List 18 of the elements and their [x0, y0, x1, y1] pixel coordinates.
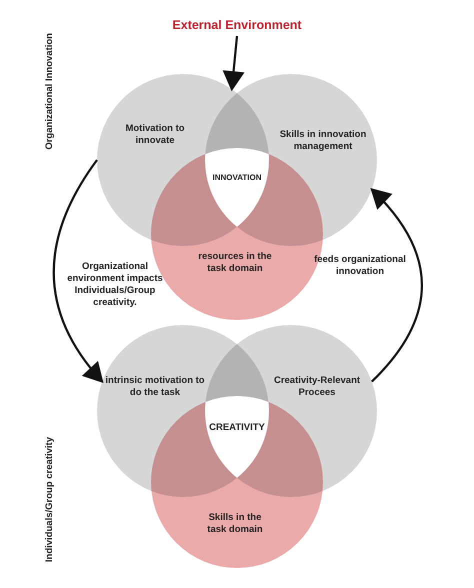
circle-text: Skills in the task domain [206, 512, 264, 536]
edge-label: feeds organizational innovation [313, 254, 407, 278]
side-label: Individuals/Group creativity [44, 437, 55, 562]
venn-intersection [205, 148, 269, 227]
circle-text: Creativity-Relevant Procees [272, 375, 362, 399]
circle-text: Motivation to innovate [124, 123, 186, 147]
center-text: INNOVATION [212, 172, 262, 184]
venn-intersection [205, 396, 269, 478]
circle-text: resources in the task domain [197, 251, 273, 275]
curved-arrow [370, 188, 423, 382]
edge-label: Organizational environment impacts Individuals/Group creativity. [66, 261, 164, 309]
circle-text: Skills in innovation management [278, 129, 368, 153]
circle-text: intrinsic motivation to do the task [105, 375, 205, 399]
curved-arrow [52, 159, 104, 384]
center-text: CREATIVITY [209, 422, 265, 434]
heading-text: External Environment [172, 18, 302, 32]
arrow [222, 36, 245, 92]
side-label: Organizational Innovation [44, 33, 55, 150]
